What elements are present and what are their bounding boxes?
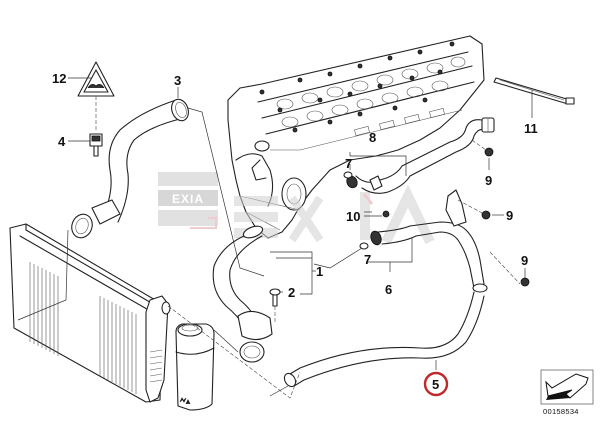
callout-2[interactable]: 2 bbox=[288, 285, 295, 300]
callout-labels: 12 4 3 1 2 8 7 10 7 6 11 9 9 9 5 bbox=[52, 71, 538, 397]
o-ring-7-lower bbox=[313, 242, 369, 269]
engine-cylinder-head bbox=[227, 35, 485, 239]
warning-label-12 bbox=[77, 61, 115, 130]
callout-1[interactable]: 1 bbox=[316, 264, 323, 279]
watermark-text: EXIA bbox=[172, 192, 204, 206]
callout-4[interactable]: 4 bbox=[58, 134, 66, 149]
hose-1 bbox=[212, 225, 313, 363]
callout-8[interactable]: 8 bbox=[369, 130, 376, 145]
hose-3 bbox=[71, 98, 265, 277]
callout-11[interactable]: 11 bbox=[524, 121, 538, 136]
diagram-part-number: 00158534 bbox=[543, 407, 579, 416]
leader-tank bbox=[213, 329, 239, 353]
bolt-9-upper bbox=[471, 139, 494, 170]
cable-tie-11 bbox=[493, 77, 575, 118]
bolt-9-middle bbox=[481, 210, 504, 220]
callout-7-lower[interactable]: 7 bbox=[364, 252, 371, 267]
callout-9-middle[interactable]: 9 bbox=[506, 208, 513, 223]
screw-2 bbox=[269, 288, 281, 322]
callout-leaders bbox=[68, 77, 372, 293]
o-ring-7-upper bbox=[343, 171, 353, 179]
callout-5-highlight-ring bbox=[423, 371, 449, 397]
callout-6[interactable]: 6 bbox=[385, 282, 392, 297]
callout-9-lower[interactable]: 9 bbox=[521, 253, 528, 268]
callout-12[interactable]: 12 bbox=[52, 71, 66, 86]
hose-5 bbox=[269, 291, 485, 397]
expansion-tank bbox=[175, 323, 215, 411]
orientation-arrow-icon bbox=[540, 369, 594, 405]
radiator bbox=[9, 223, 171, 403]
nut-10 bbox=[364, 210, 390, 218]
leader-dashed bbox=[167, 305, 301, 399]
hose-8 bbox=[346, 117, 495, 194]
callout-5[interactable]: 5 bbox=[432, 377, 439, 392]
callout-3[interactable]: 3 bbox=[174, 73, 181, 88]
callout-7-upper[interactable]: 7 bbox=[345, 156, 352, 171]
mounting-brackets bbox=[446, 190, 521, 285]
bolt-9-lower bbox=[520, 268, 530, 287]
temperature-sensor-4 bbox=[89, 133, 103, 157]
bolts-9 bbox=[471, 139, 530, 287]
callout-9-upper[interactable]: 9 bbox=[485, 173, 492, 188]
callout-10[interactable]: 10 bbox=[346, 209, 360, 224]
